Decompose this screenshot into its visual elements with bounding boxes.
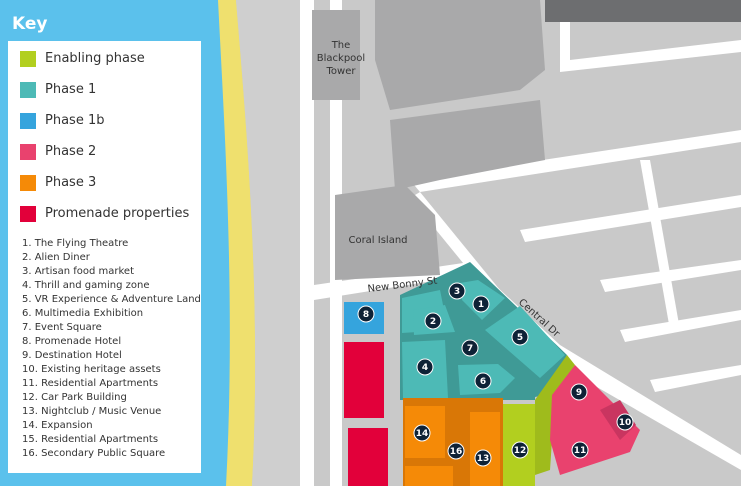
plot-marker-label: 10 (619, 418, 632, 428)
plot-list-item: 14. Expansion (22, 420, 93, 431)
plot-marker-5[interactable] (511, 328, 529, 346)
plot-marker-9[interactable] (570, 383, 588, 401)
tower-label: Tower (326, 66, 357, 77)
beach (218, 0, 256, 486)
tower-label: Blackpool (317, 53, 365, 64)
plot-list-item: 15. Residential Apartments (22, 434, 159, 445)
plot-marker-label: 8 (363, 310, 369, 320)
plot-list-item: 11. Residential Apartments (22, 378, 159, 389)
legend-label: Phase 3 (45, 175, 97, 190)
plot-marker-13[interactable] (474, 449, 492, 467)
plot-marker-6[interactable] (474, 372, 492, 390)
plot-list-item: 16. Secondary Public Square (22, 448, 166, 459)
legend-swatch (20, 205, 36, 222)
plot-marker-11[interactable] (571, 441, 589, 459)
plot-list-item: 12. Car Park Building (22, 392, 127, 403)
plot-list-item: 1. The Flying Theatre (22, 238, 129, 249)
road (300, 0, 314, 486)
plot-marker-8[interactable] (357, 305, 375, 323)
plot-marker-label: 16 (450, 447, 463, 457)
plot-list-item: 13. Nightclub / Music Venue (22, 406, 162, 417)
plot-marker-12[interactable] (511, 441, 529, 459)
plot-list-item: 8. Promenade Hotel (22, 336, 122, 347)
legend-label: Phase 2 (45, 144, 97, 159)
plot-marker-label: 6 (480, 377, 486, 387)
plot-marker-label: 12 (514, 446, 527, 456)
legend-item: Enabling phase (20, 43, 201, 74)
plot-marker-label: 4 (422, 363, 428, 373)
plot-marker-label: 13 (477, 454, 490, 464)
plot-marker-label: 9 (576, 388, 582, 398)
promenade-property (344, 342, 384, 418)
legend-swatch (20, 143, 36, 160)
blackpool-tower-building (312, 10, 360, 100)
plot-marker-1[interactable] (472, 295, 490, 313)
coral-island-label: Coral Island (348, 235, 407, 246)
plot-list-item: 9. Destination Hotel (22, 350, 122, 361)
plot-marker-label: 11 (574, 446, 587, 456)
plot-marker-7[interactable] (461, 339, 479, 357)
plot-list-item: 2. Alien Diner (22, 252, 90, 263)
plot-list: 1. The Flying Theatre 2. Alien Diner 3. Ar… (22, 237, 201, 461)
plot-list-item: 6. Multimedia Exhibition (22, 308, 144, 319)
plot-marker-2[interactable] (424, 312, 442, 330)
legend-item: Promenade properties (20, 198, 201, 229)
plot-marker-label: 5 (517, 333, 523, 343)
plot-marker-label: 1 (478, 300, 484, 310)
legend-item: Phase 1b (20, 105, 201, 136)
legend-label: Enabling phase (45, 51, 145, 66)
legend-item: Phase 3 (20, 167, 201, 198)
legend-label: Promenade properties (45, 206, 190, 221)
plot-marker-label: 7 (467, 344, 473, 354)
tower-label: The (331, 40, 351, 51)
plot-marker-16[interactable] (447, 442, 465, 460)
legend-label: Phase 1b (45, 113, 105, 128)
legend-swatch (20, 174, 36, 191)
legend-swatch (20, 112, 36, 129)
plot-list-item: 10. Existing heritage assets (22, 364, 161, 375)
coral-island-building (335, 185, 440, 280)
plot-list-item: 5. VR Experience & Adventure Land (22, 294, 201, 305)
legend-item: Phase 2 (20, 136, 201, 167)
plot-marker-label: 14 (416, 429, 429, 439)
promenade-property (348, 428, 388, 486)
plot-list-item: 7. Event Square (22, 322, 102, 333)
plot-marker-10[interactable] (616, 413, 634, 431)
legend-item: Phase 1 (20, 74, 201, 105)
legend-label: Phase 1 (45, 82, 97, 97)
plot-marker-4[interactable] (416, 358, 434, 376)
legend-swatch (20, 50, 36, 67)
plot-marker-label: 3 (454, 287, 460, 297)
plot-marker-label: 2 (430, 317, 436, 327)
plot-marker-14[interactable] (413, 424, 431, 442)
legend-swatch (20, 81, 36, 98)
plot-list-item: 3. Artisan food market (22, 266, 134, 277)
road (314, 262, 741, 470)
plot-list-item: 4. Thrill and gaming zone (22, 280, 150, 291)
key-title: Key (12, 14, 48, 34)
plot-marker-3[interactable] (448, 282, 466, 300)
promenade (236, 0, 300, 486)
